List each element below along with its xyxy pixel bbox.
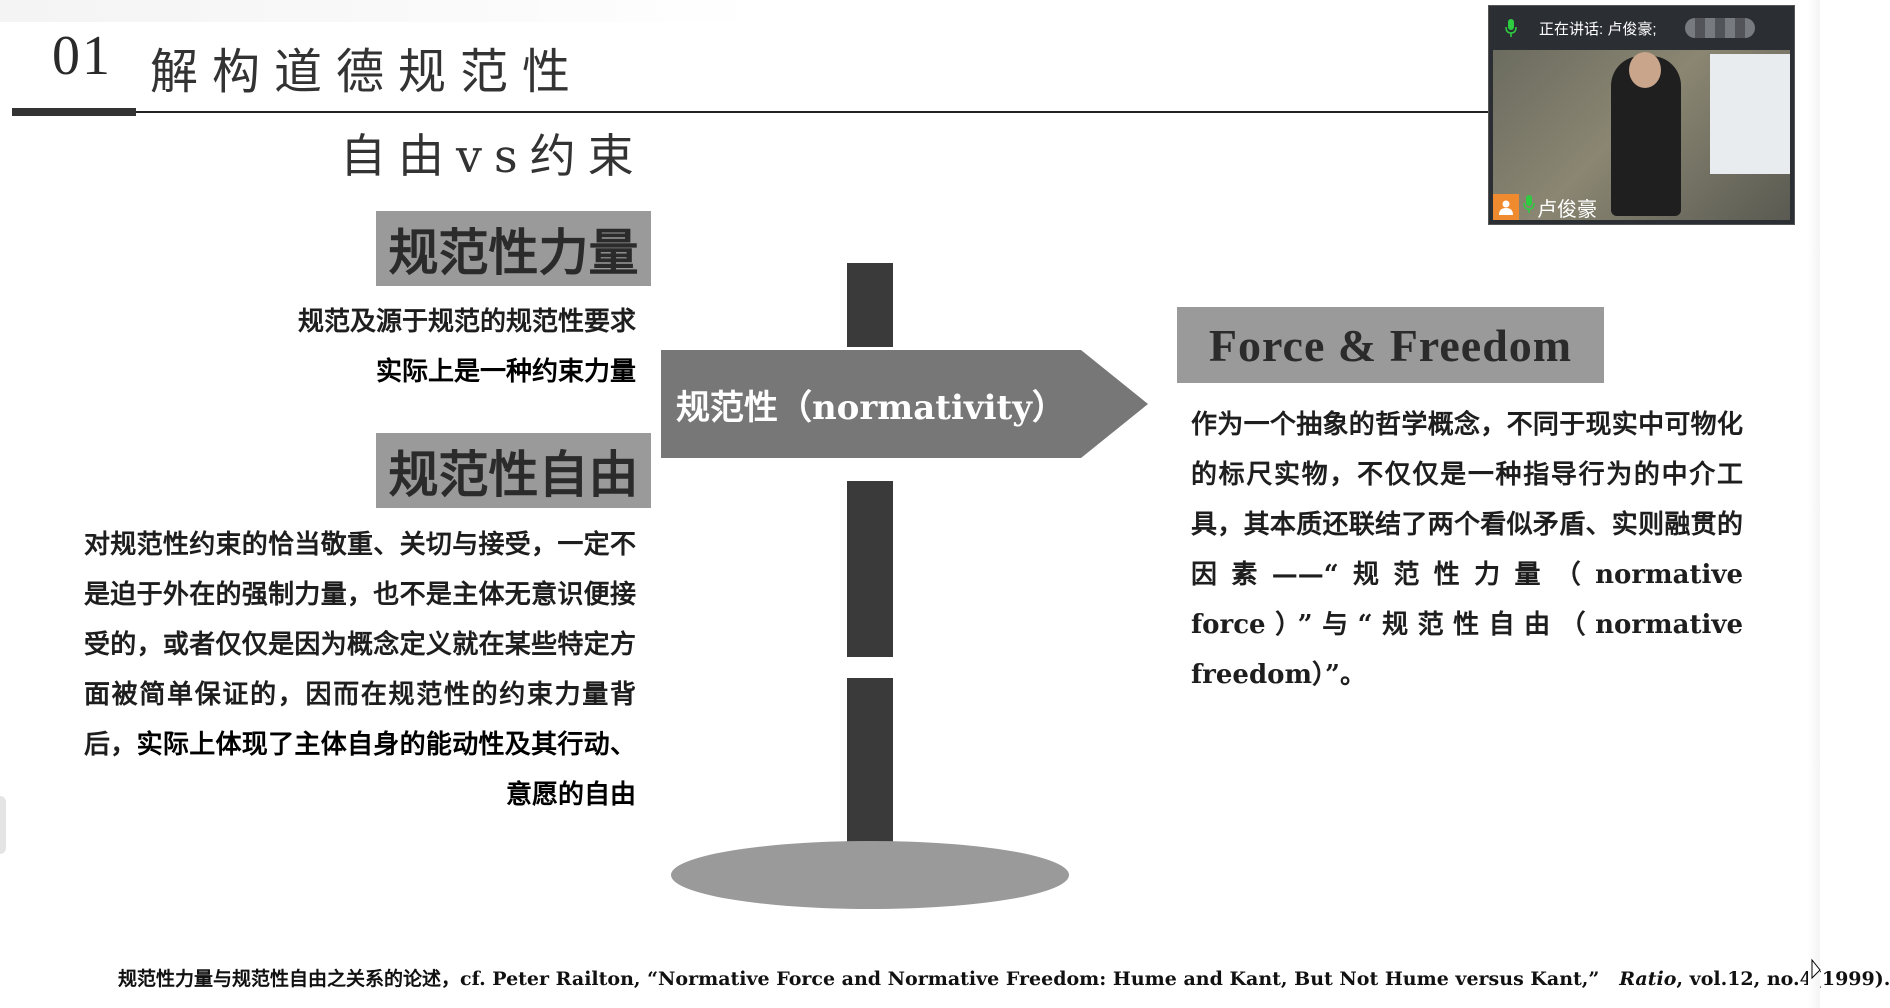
mouse-cursor-icon: [1811, 958, 1821, 980]
header-rule: [12, 111, 1492, 113]
force-freedom-title-box: Force & Freedom: [1177, 307, 1604, 383]
side-panel-handle[interactable]: [0, 796, 6, 854]
force-text-line1: 规范及源于规范的规范性要求: [297, 307, 636, 337]
speaker-video-feed[interactable]: [1493, 50, 1790, 220]
signpost-base: [671, 841, 1069, 909]
section-number: 01: [52, 25, 112, 87]
video-call-window[interactable]: 正在讲话: 卢俊豪; 卢俊豪: [1488, 5, 1795, 225]
footnote-journal: Ratio: [1619, 968, 1677, 990]
slide-subtitle: 自由vs约束: [340, 129, 646, 183]
normativity-arrow-sign: [661, 350, 1148, 458]
blurred-avatars: [1685, 18, 1755, 38]
freedom-label-box: 规范性自由: [376, 433, 651, 508]
microphone-small-icon: [1523, 195, 1535, 219]
signpost-middle: [847, 481, 893, 657]
top-fade-bar: [0, 0, 760, 22]
footnote-text: 规范性力量与规范性自由之关系的论述，cf. Peter Railton, “No…: [118, 968, 1600, 990]
projected-screen: [1710, 54, 1790, 174]
freedom-text-plain: 对规范性约束的恰当敬重、关切与接受，一定不是迫于外在的强制力量，也不是主体无意识…: [84, 530, 636, 760]
force-label-box: 规范性力量: [376, 211, 651, 286]
section-title: 解构道德规范性: [150, 44, 585, 100]
microphone-icon: [1501, 19, 1521, 37]
speaker-head: [1629, 52, 1661, 88]
force-freedom-title: Force & Freedom: [1208, 319, 1573, 371]
force-description: 规范及源于规范的规范性要求 实际上是一种约束力量: [260, 297, 636, 397]
right-edge-shadow: [1808, 0, 1820, 1008]
footnote-citation: , vol.12, no.4(1999).: [1676, 968, 1890, 990]
footnote: 规范性力量与规范性自由之关系的论述，cf. Peter Railton, “No…: [118, 964, 1890, 991]
freedom-label: 规范性自由: [388, 444, 639, 504]
speaking-header: 正在讲话: 卢俊豪;: [1489, 6, 1794, 50]
freedom-text-bold: 实际上体现了主体自身的能动性及其行动、意愿的自由: [136, 730, 636, 810]
force-freedom-description: 作为一个抽象的哲学概念，不同于现实中可物化的标尺实物，不仅仅是一种指导行为的中介…: [1191, 410, 1743, 690]
participant-name: 卢俊豪: [1537, 198, 1597, 221]
user-avatar-icon: [1493, 194, 1519, 220]
force-label: 规范性力量: [388, 222, 639, 282]
participant-name-tag: 卢俊豪: [1493, 194, 1597, 221]
force-text-line2: 实际上是一种约束力量: [375, 357, 636, 387]
normativity-label: 规范性（normativity）: [675, 387, 1067, 428]
freedom-description: 对规范性约束的恰当敬重、关切与接受，一定不是迫于外在的强制力量，也不是主体无意识…: [84, 520, 636, 820]
speaking-label: 正在讲话: 卢俊豪;: [1539, 20, 1657, 38]
signpost-top: [847, 263, 893, 347]
header-accent-bar: [12, 108, 136, 116]
